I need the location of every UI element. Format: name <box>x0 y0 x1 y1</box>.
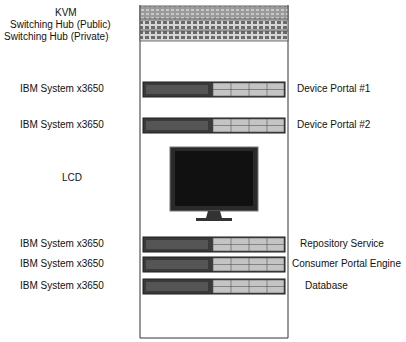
device-label: IBM System x3650 <box>20 83 104 95</box>
device-label: Switching Hub (Private) <box>4 31 108 43</box>
role-label: Repository Service <box>300 238 384 250</box>
device-label: KVM <box>55 7 77 19</box>
role-label: Database <box>305 280 348 292</box>
device-label: IBM System x3650 <box>20 119 104 131</box>
device-label: IBM System x3650 <box>20 238 104 250</box>
role-label: Device Portal #2 <box>297 119 370 131</box>
device-label: IBM System x3650 <box>20 258 104 270</box>
device-label: Switching Hub (Public) <box>10 19 111 31</box>
device-label: IBM System x3650 <box>20 280 104 292</box>
role-label: Consumer Portal Engine <box>292 258 401 270</box>
device-label: LCD <box>62 172 82 184</box>
role-label: Device Portal #1 <box>297 83 370 95</box>
